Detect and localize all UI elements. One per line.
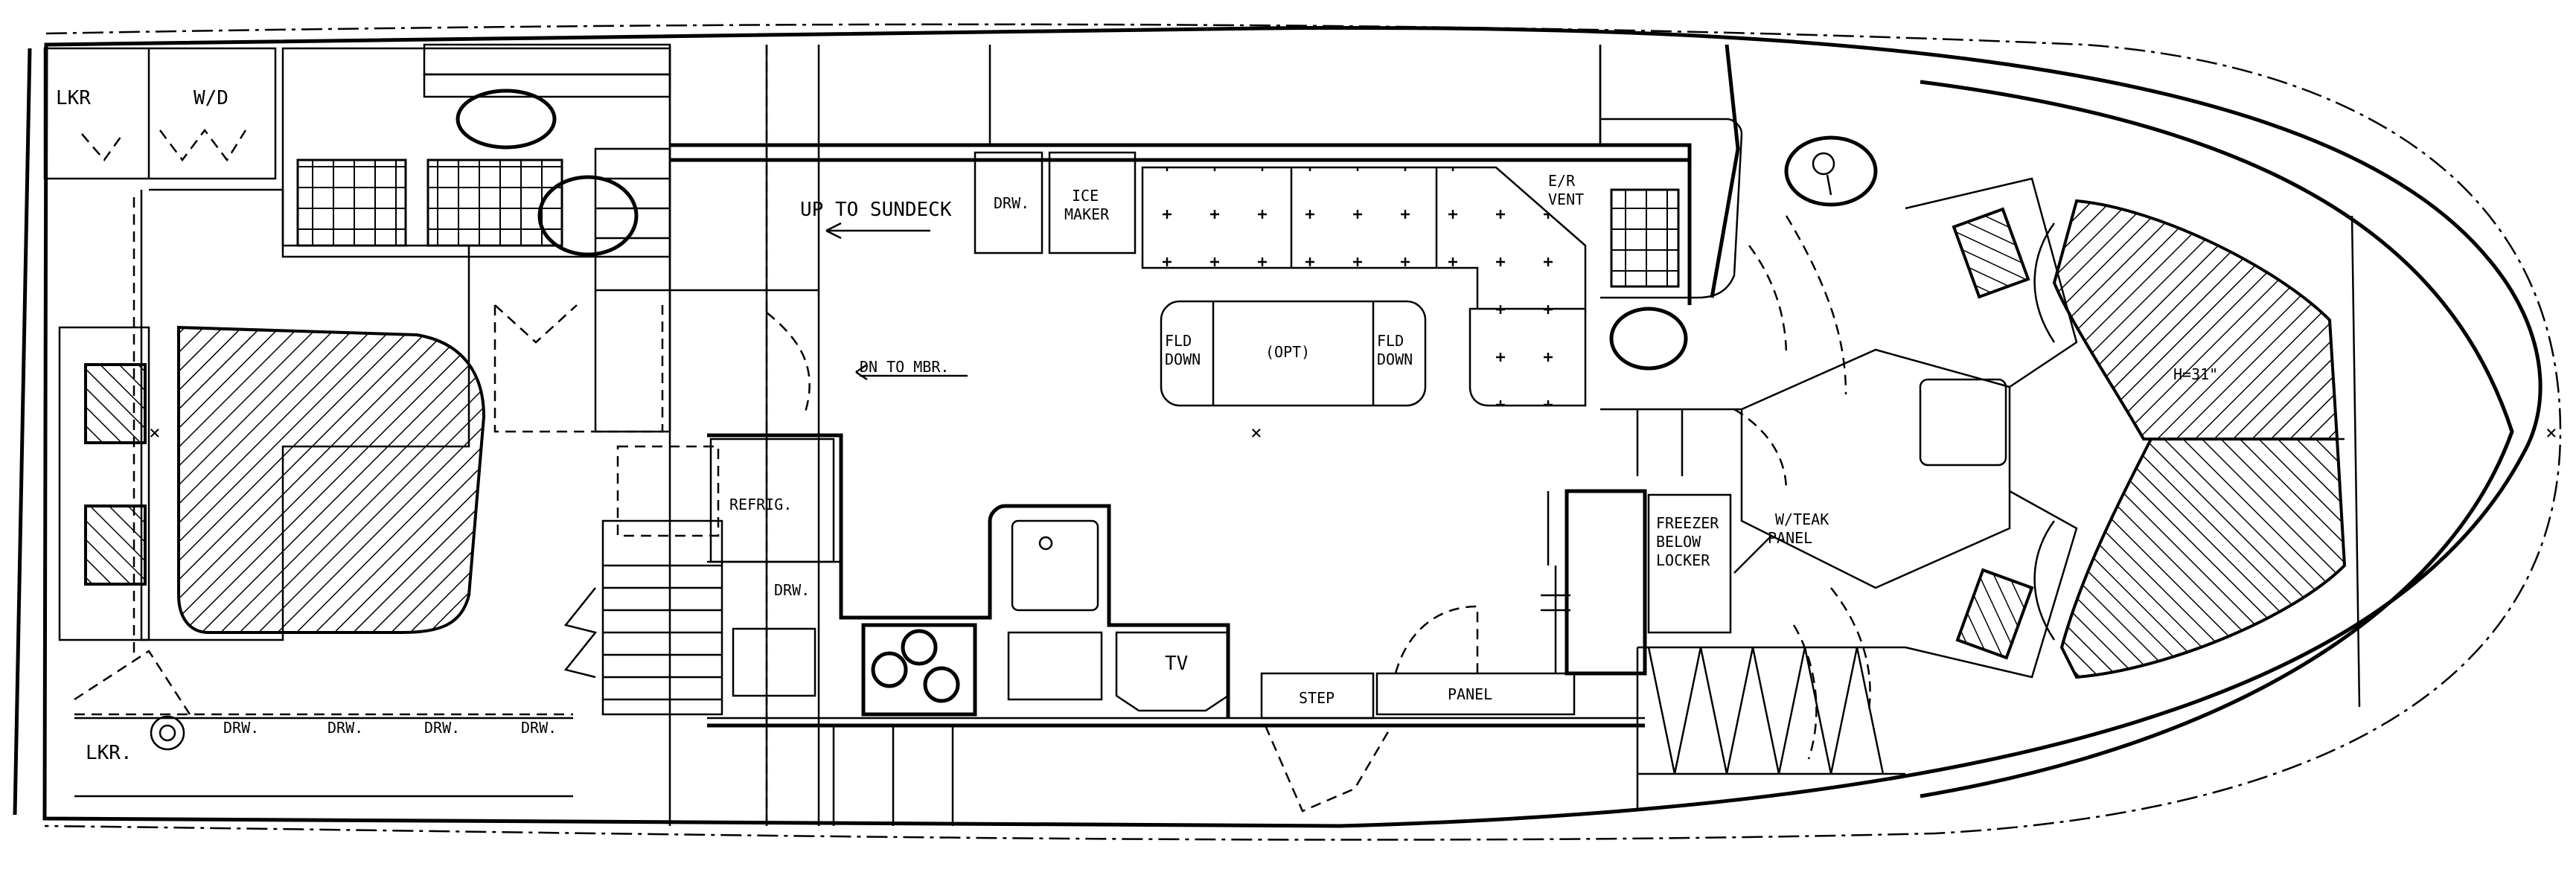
freezer-label-3: LOCKER — [1656, 551, 1710, 569]
panel-label: PANEL — [1448, 685, 1492, 703]
drw-galley-label: DRW. — [774, 581, 810, 599]
dn-to-mbr-label: DN TO MBR. — [860, 358, 949, 376]
freezer-label-2: BELOW — [1656, 533, 1701, 551]
hull — [13, 23, 2562, 841]
freezer-label-1: FREEZER — [1656, 514, 1719, 532]
drw-top-label: DRW. — [994, 194, 1029, 212]
er-vent-label-1: E/R — [1548, 172, 1576, 190]
drw-label-2: DRW. — [327, 719, 363, 737]
ice-maker-label-1: ICE — [1072, 187, 1099, 205]
fld-down-left-2: DOWN — [1165, 350, 1201, 368]
up-to-sundeck-label: UP TO SUNDECK — [800, 199, 952, 221]
fld-down-left-1: FLD — [1165, 332, 1192, 350]
drw-label-1: DRW. — [223, 719, 259, 737]
drw-label-3: DRW. — [424, 719, 460, 737]
er-vent-label-2: VENT — [1548, 190, 1584, 208]
drw-label-4: DRW. — [521, 719, 557, 737]
svg-text:×: × — [2545, 422, 2557, 444]
fld-down-right-2: DOWN — [1377, 350, 1413, 368]
opt-label: (OPT) — [1265, 343, 1310, 361]
svg-text:×: × — [1250, 422, 1262, 444]
lkr-top-label: LKR — [56, 87, 91, 109]
fld-down-right-1: FLD — [1377, 332, 1404, 350]
tv-label: TV — [1165, 653, 1188, 675]
ice-maker-label-2: MAKER — [1064, 205, 1110, 223]
refrig-label: REFRIG. — [729, 496, 792, 513]
step-label: STEP — [1299, 689, 1335, 707]
forward-head — [1600, 44, 1788, 492]
freezer: FREEZER BELOW LOCKER W/TEAK PANEL — [1565, 489, 1905, 811]
galley: REFRIG. DRW. TV STEP PANEL — [707, 433, 1576, 720]
forward-stateroom: H=31" × — [1740, 135, 2557, 679]
lockers: LKR W/D LKR. DRW. DRW. DRW. DRW. — [56, 87, 573, 764]
lkr-bottom-label: LKR. — [86, 742, 132, 764]
wteak-label-1: W/TEAK — [1775, 510, 1829, 528]
headroom-label: H=31" — [2173, 365, 2218, 383]
salon: UP TO SUNDECK DN TO MBR. — [670, 45, 1692, 826]
wd-label: W/D — [194, 87, 228, 109]
dinette: DRW. ICE MAKER E/R VENT FLD DOWN (OPT) F… — [974, 151, 1587, 444]
aft-cabin: × — [43, 47, 573, 798]
svg-text:×: × — [149, 422, 161, 444]
